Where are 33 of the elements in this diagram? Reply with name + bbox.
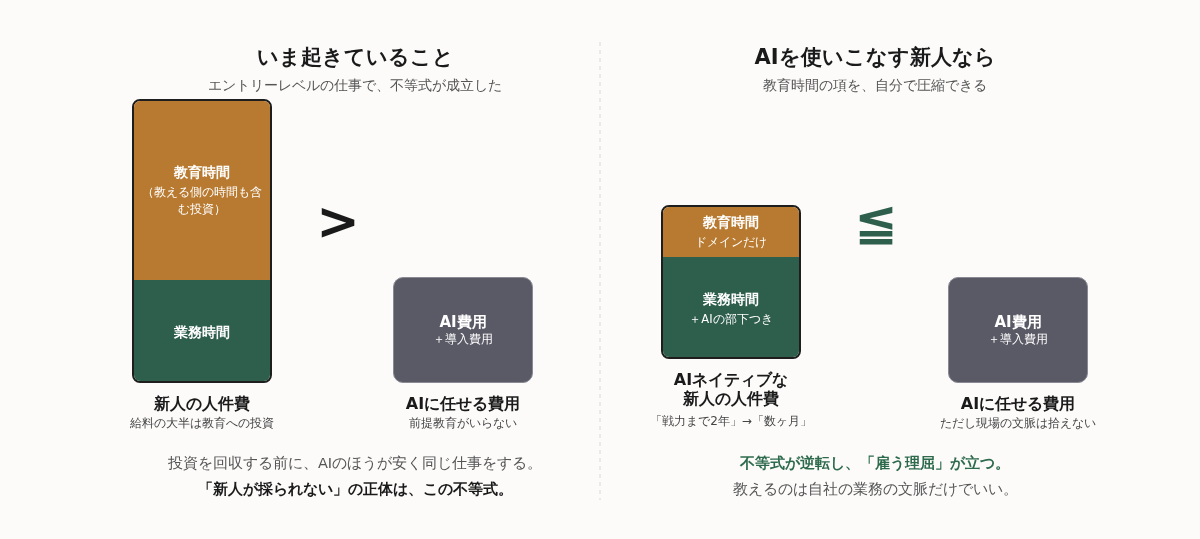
segment-note: ＋AIの部下つき — [688, 310, 774, 328]
cost-caption-note: ただし現場の文脈は拾えない — [940, 416, 1096, 431]
summary-text: 不等式が逆転し、「雇う理屈」が立つ。 — [740, 455, 1010, 473]
segment-note: ドメインだけ — [694, 233, 768, 251]
inequality-sign: > — [316, 195, 360, 247]
cost-note: ＋導入費用 — [988, 332, 1048, 347]
panel-title: AIを使いこなす新人なら — [754, 45, 996, 71]
bar-segment — [663, 257, 799, 357]
segment-label: 教育時間 — [174, 164, 230, 183]
bar-caption: AIネイティブな新人の人件費 — [672, 370, 790, 409]
segment-label: 業務時間 — [703, 290, 759, 309]
bar-note: 給料の大半は教育への投資 — [130, 416, 274, 431]
summary-text: 「新人が採られない」の正体は、この不等式。 — [197, 481, 513, 499]
panel-subtitle: 教育時間の項を、自分で圧縮できる — [763, 77, 987, 94]
cost-title: AI費用 — [439, 313, 487, 332]
summary-text: 教えるのは自社の業務の文脈だけでいい。 — [732, 481, 1018, 499]
bar-segment — [134, 280, 270, 381]
cost-title: AI費用 — [994, 313, 1042, 332]
panel-subtitle: エントリーレベルの仕事で、不等式が成立した — [208, 77, 502, 94]
segment-note: （教える側の時間も含む投資） — [141, 184, 263, 217]
bar-segment — [134, 101, 270, 280]
bar-segment — [663, 207, 799, 257]
summary-text: 投資を回収する前に、AIのほうが安く同じ仕事をする。 — [167, 455, 543, 473]
cost-note: ＋導入費用 — [433, 332, 493, 347]
bar-note: 「戦力まで2年」→「数ヶ月」 — [650, 414, 812, 429]
bar-caption: 新人の人件費 — [153, 394, 251, 414]
segment-label: 業務時間 — [174, 323, 230, 342]
segment-label: 教育時間 — [703, 213, 759, 232]
panel-title: いま起きていること — [256, 45, 454, 71]
inequality-sign: ≦ — [854, 195, 898, 247]
cost-caption: AIに任せる費用 — [405, 394, 521, 414]
cost-caption-note: 前提教育がいらない — [409, 416, 517, 431]
cost-caption: AIに任せる費用 — [960, 394, 1076, 414]
